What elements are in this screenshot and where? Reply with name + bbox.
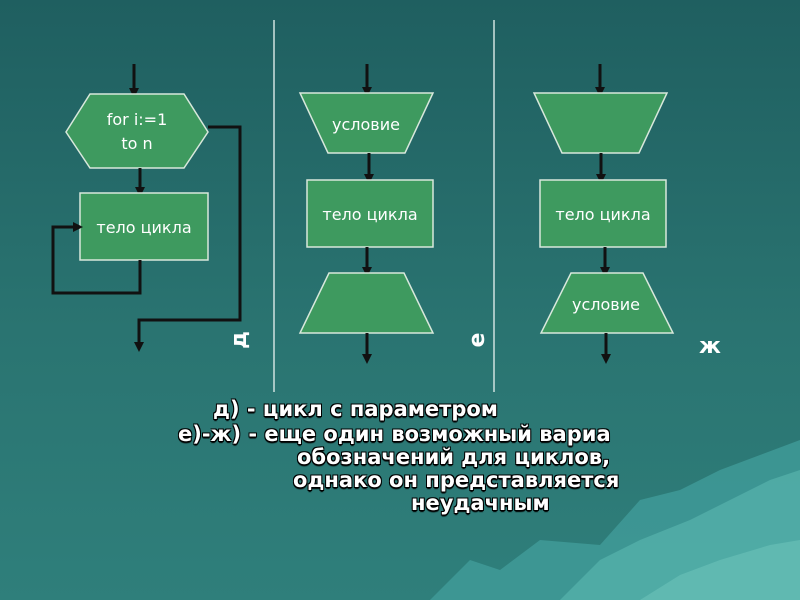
bottom-condition-label: условие (572, 295, 640, 314)
loop-body-box (79, 192, 209, 261)
label-e: е (465, 333, 490, 348)
loop-end-trapezoid (298, 272, 435, 334)
loop-header-line1: for i:=1 (107, 110, 168, 129)
top-condition-label: условие (332, 115, 400, 134)
caption-line-3: обозначений для циклов, (297, 445, 611, 469)
caption-line-2: е)-ж) - еще один возможный вариа (178, 422, 611, 446)
caption-line-5: неудачным (411, 491, 550, 515)
loop-start-trapezoid (532, 92, 669, 154)
caption-line-1: д) - цикл с параметром (213, 397, 498, 421)
loop-body-label: тело цикла (555, 205, 650, 224)
loop-header-hexagon (65, 93, 209, 169)
loop-exit-arrow (134, 125, 242, 352)
loop-back-arrow (51, 222, 142, 295)
bottom-condition-trapezoid (539, 272, 675, 334)
label-d: д (227, 331, 252, 349)
loop-body-label: тело цикла (96, 218, 191, 237)
loop-body-box (539, 179, 667, 248)
diagram-e: условие тело цикла е (298, 64, 490, 364)
loop-header-line2: to n (121, 134, 152, 153)
top-condition-trapezoid (298, 92, 435, 154)
caption-line-4: однако он представляется (293, 468, 620, 492)
loop-body-label: тело цикла (322, 205, 417, 224)
loop-body-box (306, 179, 434, 248)
label-zh: ж (699, 334, 721, 359)
diagram-d: for i:=1 to n тело цикла д (51, 64, 252, 352)
diagram-zh: тело цикла условие ж (532, 64, 721, 364)
